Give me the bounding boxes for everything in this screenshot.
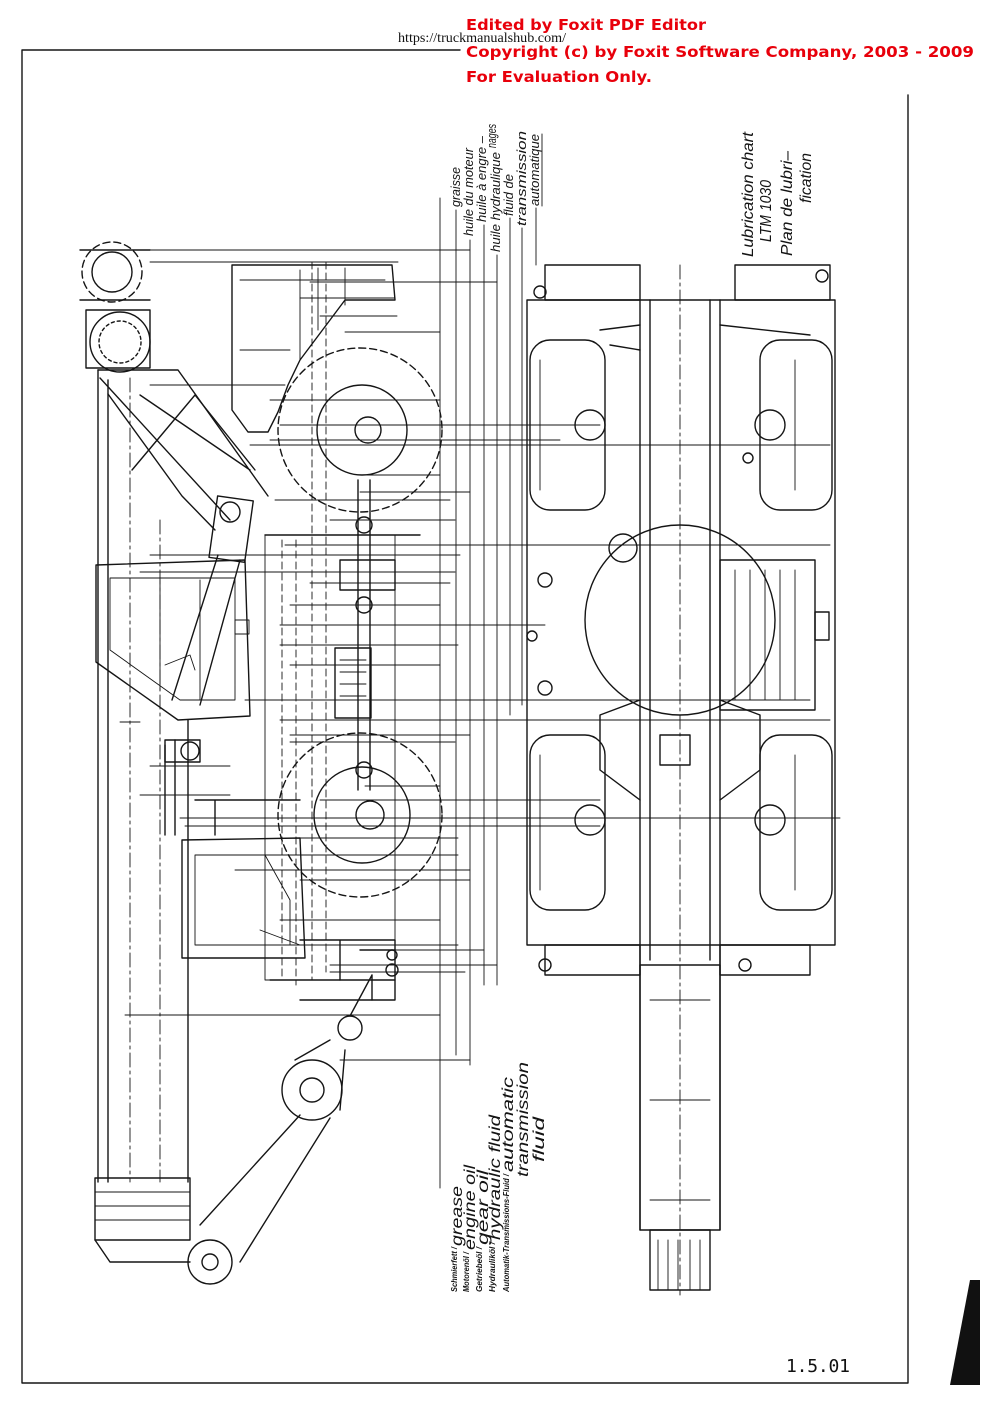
label-fr-hydraulic: huile hydraulique [489,152,503,252]
legend-de-engine-oil: Motorenöl / [462,1251,471,1292]
boom-head [94,1177,191,1241]
label-fr-automatique: automatique [528,134,542,206]
drawing-frame [21,49,909,1384]
label-fr-gear-oil: huile à engre – [475,135,489,222]
slew-ring [584,524,776,716]
legend-en-hydraulic: hydraulic fluid [487,1114,504,1240]
legend-en-gear-oil: gear oil [475,1169,492,1245]
legend-de-grease: Schmierfett / [450,1246,459,1292]
legend-en-automatic: automatic [500,1077,517,1172]
foxit-watermark: Edited by Foxit PDF Editor Copyright (c)… [466,16,974,86]
source-url: https://truckmanualshub.com/ [398,31,566,46]
carrier-frame [264,534,396,981]
label-fr-fluid-de: fluid de [502,174,516,216]
header-labels-fr: graisse huile du moteur huile à engre – … [449,124,543,252]
boom-top [639,299,721,1231]
watermark-line-3: For Evaluation Only. [466,68,652,86]
wheel-front-left [529,734,606,911]
chart-title-fr-cont: fication [798,153,815,203]
chart-title: Lubrication chart [740,131,757,257]
engine [334,647,372,719]
driver-cab [181,837,306,959]
rear-wheel-side [277,347,443,513]
wheel-rear-right [759,339,833,511]
leader-lines [119,197,841,1189]
legend-en-grease: grease [449,1186,466,1246]
legend-de-gear-oil: Getriebeöl / [475,1246,484,1292]
superstructure [231,264,396,433]
lift-cylinder [208,495,254,564]
page-number: 1.5.01 [786,1356,850,1377]
label-fr-transmission: transmission [515,131,529,226]
label-fr-grease: graisse [449,167,463,207]
chart-title-fr: Plan de lubri– [779,151,796,256]
legend-en-engine-oil: engine oil [462,1164,479,1250]
lubricant-legend: Schmierfett / Motorenöl / Getriebeöl / H… [449,1062,548,1293]
carrier-outline [526,299,836,946]
front-wheel-side [277,732,443,898]
hook-block [281,1059,343,1121]
legend-en-fluid: fluid [531,1115,548,1162]
top-view-drawing [526,264,836,1296]
model-name: LTM 1030 [758,180,775,242]
legend-en-transmission: transmission [515,1062,532,1177]
side-view-drawing [79,241,443,1285]
label-fr-gear-oil-cont: nages [485,124,499,148]
scan-edge-shadow [950,1280,980,1385]
watermark-line-2: Copyright (c) by Foxit Software Company,… [466,43,974,61]
watermark-line-1: Edited by Foxit PDF Editor [466,16,706,34]
legend-de-hydraulic: Hydrauliköl / [488,1241,497,1292]
boom [97,369,189,1183]
drive-shaft [357,479,371,791]
crane-cab [95,559,251,721]
label-fr-engine-oil: huile du moteur [462,147,476,236]
hook [337,1015,363,1041]
hoist-rope [199,1114,331,1263]
winch-drum-upper [81,241,143,303]
wheel-front-right [759,734,833,911]
title-block: Lubrication chart LTM 1030 Plan de lubri… [740,131,815,257]
legend-de-atf: Automatik-Transmissions-Fluid / [502,1173,511,1293]
